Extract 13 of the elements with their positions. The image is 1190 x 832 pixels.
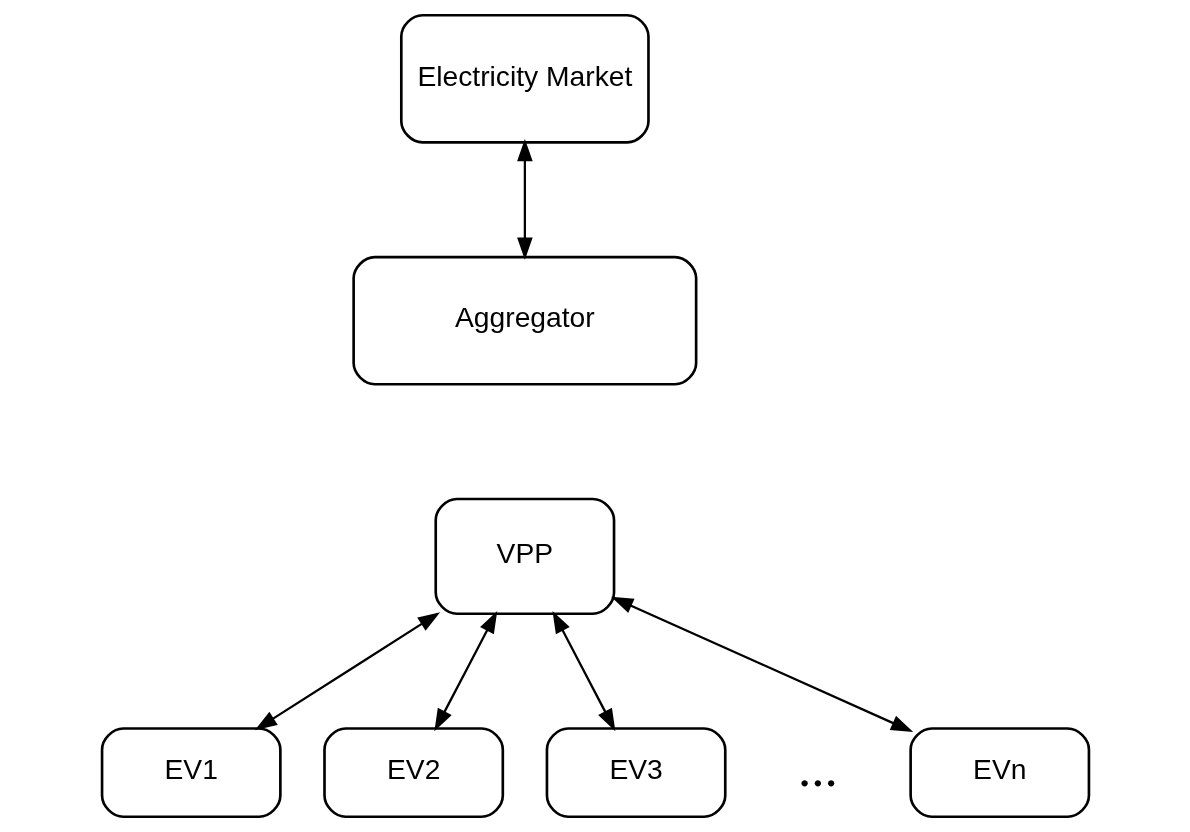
- node-box: Aggregator: [351, 255, 697, 386]
- node-box: Electricity Market: [399, 13, 650, 144]
- arrow: [516, 139, 533, 260]
- arrow: [610, 596, 913, 733]
- node-box: EV1: [100, 727, 282, 819]
- arrow: [433, 610, 497, 732]
- arrow: [552, 610, 615, 732]
- label: ...: [797, 738, 838, 797]
- node-box: VPP: [433, 497, 615, 616]
- node-box: EV2: [322, 727, 504, 819]
- arrow: [254, 612, 440, 731]
- node-box: EV3: [545, 727, 727, 819]
- node-box: EVn: [908, 727, 1090, 819]
